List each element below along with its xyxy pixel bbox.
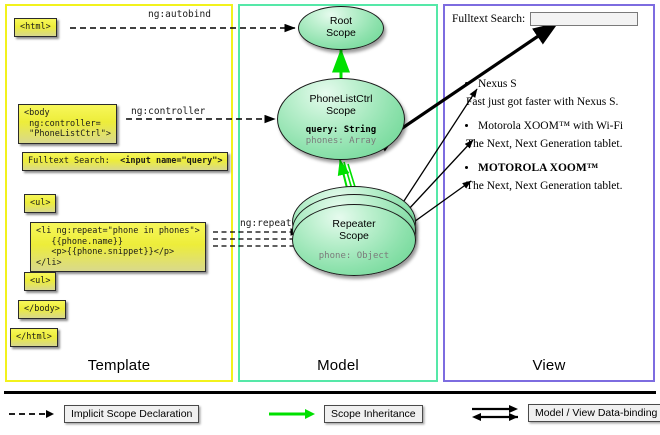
phone-snippet: Fast just got faster with Nexus S. [466, 96, 619, 108]
legend-label-scope-inheritance: Scope Inheritance [324, 405, 423, 423]
scope-repeater-props: phone: Object [293, 251, 415, 262]
scope-ctrl-prop-query: query: String [305, 125, 377, 135]
code-box-ul-open[interactable]: <ul> [24, 194, 57, 213]
scope-ctrl-prop-phones: phones: Array [305, 136, 377, 146]
scope-phonelistctrl[interactable]: PhoneListCtrl Scope query: String phones… [277, 78, 405, 160]
code-box-ul-close[interactable]: <ul> [24, 272, 57, 291]
view-content: Fulltext Search: Nexus S Fast just got f… [452, 12, 650, 204]
code-search-input-markup: <input name="query"> [109, 156, 223, 166]
legend-item-data-binding: Model / View Data-binding [470, 403, 660, 423]
code-box-html-open[interactable]: <html> [14, 18, 57, 37]
phone-name: Motorola XOOM™ with Wi-Fi [478, 120, 624, 132]
code-box-body-open[interactable]: <body ng:controller= "PhoneListCtrl"> [18, 104, 117, 144]
phone-name: Nexus S [478, 78, 517, 90]
view-search-label: Fulltext Search: [452, 13, 526, 25]
list-item[interactable]: Nexus S Fast just got faster with Nexus … [466, 78, 650, 108]
legend-item-implicit-scope: Implicit Scope Declaration [8, 405, 200, 423]
list-item[interactable]: MOTOROLA XOOM™ The Next, Next Generation… [466, 162, 650, 192]
phone-snippet: The Next, Next Generation tablet. [466, 180, 623, 192]
green-arrow-icon [269, 409, 315, 419]
view-search-row: Fulltext Search: [452, 12, 650, 26]
legend-label-implicit-scope: Implicit Scope Declaration [64, 405, 200, 423]
scope-repeater-line1: Repeater [332, 218, 376, 230]
double-arrow-icon [472, 405, 518, 421]
edge-label-ng-repeat: ng:repeat [240, 218, 292, 229]
code-search-label: Fulltext Search: [28, 156, 110, 166]
edge-label-ng-controller: ng:controller [131, 106, 206, 117]
scope-repeater-prop-phone: phone: Object [318, 251, 390, 261]
edge-label-ng-autobind: ng:autobind [148, 9, 211, 20]
scope-root-line2: Scope [326, 27, 356, 39]
phone-list: Nexus S Fast just got faster with Nexus … [452, 78, 650, 192]
code-box-html-close[interactable]: </html> [10, 328, 58, 347]
legend-item-scope-inheritance: Scope Inheritance [268, 405, 423, 423]
phone-snippet: The Next, Next Generation tablet. [466, 138, 623, 150]
code-box-body-close[interactable]: </body> [18, 300, 66, 319]
column-label-view: View [532, 357, 566, 374]
scope-ctrl-props: query: String phones: Array [278, 125, 404, 147]
code-box-li-repeat[interactable]: <li ng:repeat="phone in phones"> {{phone… [30, 222, 206, 272]
code-box-fulltext-search[interactable]: Fulltext Search: <input name="query"> [22, 152, 229, 171]
scope-repeater-line2: Scope [339, 230, 369, 242]
scope-repeater-title: Repeater Scope [293, 205, 415, 242]
legend-label-data-binding: Model / View Data-binding [528, 404, 660, 422]
scope-root-title: Root Scope [299, 7, 383, 39]
column-template: Template [5, 4, 233, 382]
legend: Implicit Scope Declaration Scope Inherit… [0, 400, 660, 434]
phone-name: MOTOROLA XOOM™ [478, 162, 599, 174]
scope-ctrl-line2: Scope [326, 105, 356, 117]
scope-ctrl-title: PhoneListCtrl Scope [278, 79, 404, 117]
scope-root[interactable]: Root Scope [298, 6, 384, 50]
search-input[interactable] [530, 12, 639, 26]
dashed-arrow-icon [9, 410, 54, 418]
scope-repeater[interactable]: Repeater Scope phone: Object [292, 204, 416, 276]
column-label-template: Template [87, 357, 151, 374]
column-label-model: Model [317, 357, 359, 374]
legend-divider [4, 391, 656, 394]
scope-ctrl-line1: PhoneListCtrl [309, 93, 373, 105]
scope-root-line1: Root [329, 15, 353, 27]
list-item[interactable]: Motorola XOOM™ with Wi-Fi The Next, Next… [466, 120, 650, 150]
